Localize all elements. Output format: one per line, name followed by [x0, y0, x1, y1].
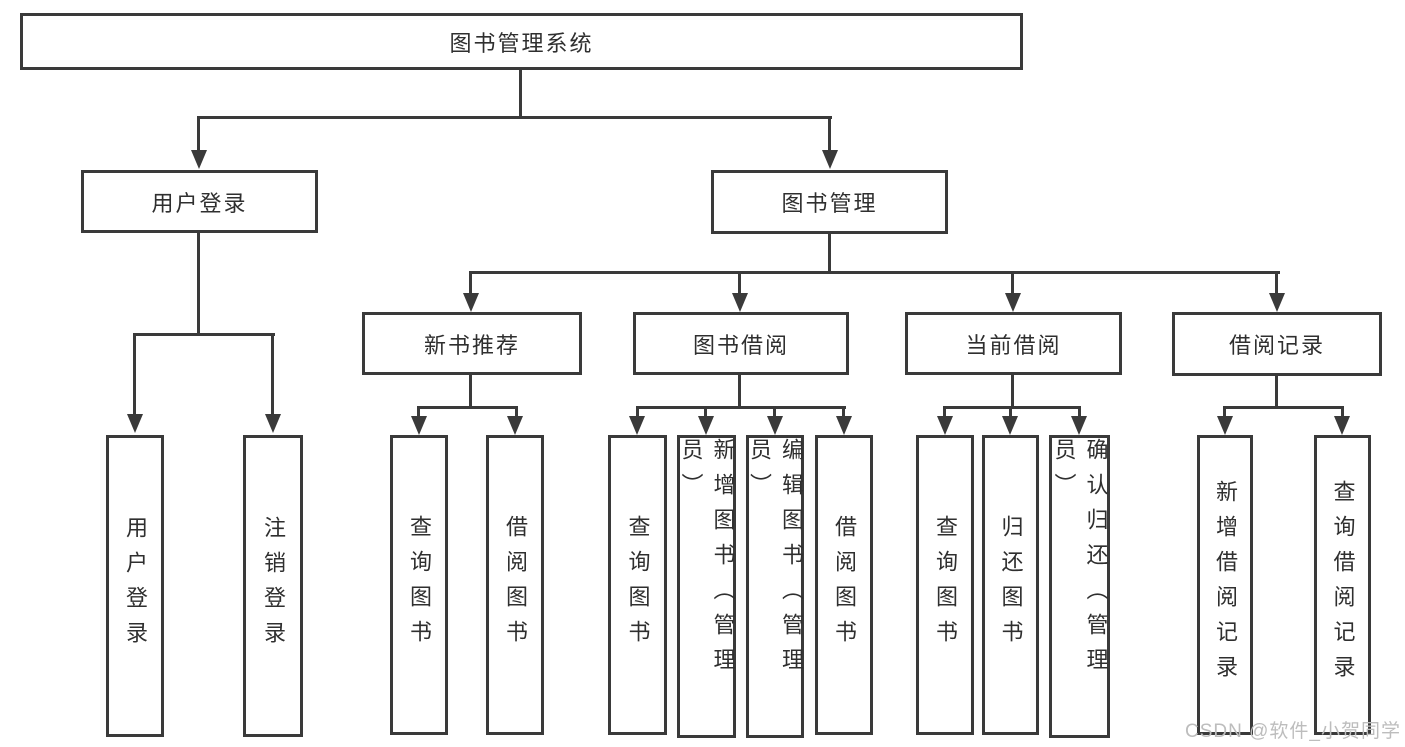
arrow-down-icon: [1334, 416, 1350, 435]
connector-line: [515, 406, 518, 420]
connector-line: [1275, 374, 1278, 409]
connector-line: [133, 333, 136, 417]
arrow-down-icon: [265, 414, 281, 433]
node-book-management: 图书管理: [711, 170, 948, 234]
leaf-confirm-return-admin: 确认归还（管理员）: [1049, 435, 1110, 738]
connector-line: [1223, 406, 1344, 409]
arrow-down-icon: [836, 416, 852, 435]
leaf-logout: 注销登录: [243, 435, 303, 737]
connector-line: [842, 406, 845, 420]
arrow-down-icon: [191, 150, 207, 169]
node-library-management-system: 图书管理系统: [20, 13, 1023, 70]
leaf-query-books-current: 查询图书: [916, 435, 974, 735]
connector-line: [133, 333, 275, 336]
connector-line: [417, 406, 518, 409]
connector-line: [828, 116, 831, 156]
arrow-down-icon: [1269, 293, 1285, 312]
connector-line: [197, 116, 832, 119]
connector-line: [704, 406, 707, 420]
arrow-down-icon: [937, 416, 953, 435]
arrow-down-icon: [463, 293, 479, 312]
connector-line: [943, 406, 946, 420]
leaf-query-books-recommend: 查询图书: [390, 435, 448, 735]
connector-line: [469, 373, 472, 409]
arrow-down-icon: [629, 416, 645, 435]
node-current-borrowing: 当前借阅: [905, 312, 1122, 375]
arrow-down-icon: [1217, 416, 1233, 435]
arrow-down-icon: [767, 416, 783, 435]
connector-line: [1009, 406, 1012, 420]
connector-line: [1341, 406, 1344, 420]
csdn-watermark: CSDN @软件_小贺同学: [1185, 721, 1401, 742]
arrow-down-icon: [1071, 416, 1087, 435]
connector-line: [1275, 271, 1278, 296]
leaf-query-books-borrowing: 查询图书: [608, 435, 667, 735]
leaf-borrow-books: 借阅图书: [815, 435, 873, 735]
connector-line: [828, 231, 831, 274]
arrow-down-icon: [127, 414, 143, 433]
connector-line: [417, 406, 420, 420]
arrow-down-icon: [822, 150, 838, 169]
connector-line: [738, 373, 741, 409]
connector-line: [773, 406, 776, 420]
leaf-edit-books-admin: 编辑图书（管理员）: [746, 435, 804, 738]
leaf-query-borrow-record: 查询借阅记录: [1314, 435, 1371, 735]
leaf-add-books-admin: 新增图书（管理员）: [677, 435, 736, 738]
connector-line: [636, 406, 639, 420]
leaf-user-login: 用户登录: [106, 435, 164, 737]
connector-line: [1223, 406, 1226, 420]
connector-line: [197, 230, 200, 336]
connector-line: [271, 333, 274, 417]
connector-line: [1011, 271, 1014, 296]
connector-line: [469, 271, 1280, 274]
connector-line: [1078, 406, 1081, 420]
connector-line: [197, 116, 200, 156]
node-new-book-recommend: 新书推荐: [362, 312, 582, 375]
node-borrowing-records: 借阅记录: [1172, 312, 1382, 376]
arrow-down-icon: [411, 416, 427, 435]
arrow-down-icon: [1002, 416, 1018, 435]
connector-line: [469, 271, 472, 296]
arrow-down-icon: [1005, 293, 1021, 312]
connector-line: [1011, 373, 1014, 409]
leaf-return-books: 归还图书: [982, 435, 1039, 735]
leaf-borrow-books-recommend: 借阅图书: [486, 435, 544, 735]
connector-line: [943, 406, 1081, 409]
connector-line: [519, 67, 522, 119]
leaf-add-borrow-record: 新增借阅记录: [1197, 435, 1253, 735]
connector-line: [636, 406, 846, 409]
node-user-login-group: 用户登录: [81, 170, 318, 233]
connector-line: [738, 271, 741, 296]
arrow-down-icon: [698, 416, 714, 435]
arrow-down-icon: [732, 293, 748, 312]
node-book-borrowing: 图书借阅: [633, 312, 849, 375]
arrow-down-icon: [507, 416, 523, 435]
